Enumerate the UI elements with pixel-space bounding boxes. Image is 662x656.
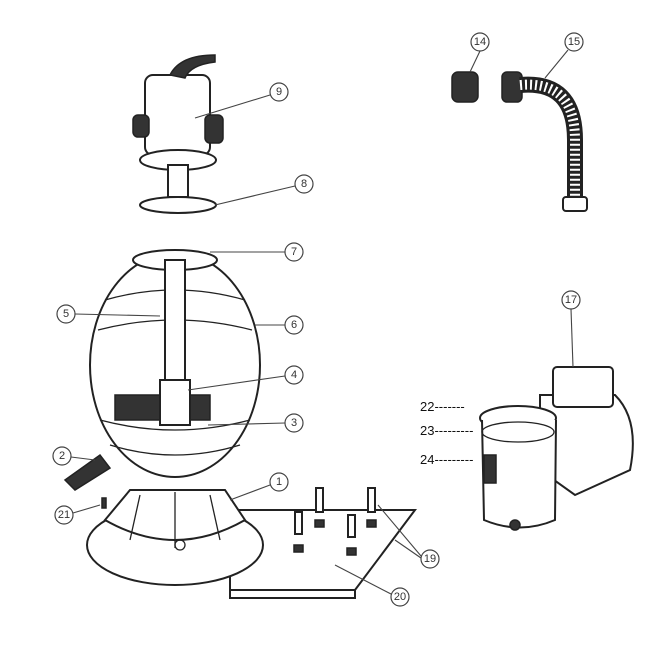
callout-label: 4	[291, 369, 297, 381]
filter-tank	[89, 249, 261, 478]
label-23: 23---------	[420, 423, 474, 438]
callout-6: 6	[284, 315, 304, 335]
o-ring	[139, 196, 217, 214]
callout-2: 2	[52, 446, 72, 466]
callout-14: 14	[470, 32, 490, 52]
callout-label: 6	[291, 319, 297, 331]
label-22: 22-------	[420, 399, 465, 414]
callout-8: 8	[294, 174, 314, 194]
filter-stand	[86, 489, 264, 586]
base-plate	[229, 509, 417, 599]
callout-label: 21	[58, 509, 70, 521]
callout-label: 19	[424, 553, 436, 565]
callout-7: 7	[284, 242, 304, 262]
callout-label: 15	[568, 36, 580, 48]
callout-21: 21	[54, 505, 74, 525]
callout-1: 1	[269, 472, 289, 492]
callout-label: 7	[291, 246, 297, 258]
label-24: 24---------	[420, 452, 474, 467]
callout-label: 20	[394, 591, 406, 603]
callout-3: 3	[284, 413, 304, 433]
callout-label: 5	[63, 308, 69, 320]
callout-5: 5	[56, 304, 76, 324]
bolts	[101, 487, 377, 556]
hose-union	[451, 71, 479, 103]
hose	[501, 71, 588, 212]
multiport-valve	[132, 54, 224, 198]
callout-label: 9	[276, 86, 282, 98]
leader-lines	[70, 49, 574, 595]
callout-19: 19	[420, 549, 440, 569]
callout-label: 8	[301, 178, 307, 190]
callout-15: 15	[564, 32, 584, 52]
callout-label: 3	[291, 417, 297, 429]
callout-20: 20	[390, 587, 410, 607]
callout-9: 9	[269, 82, 289, 102]
callout-label: 1	[276, 476, 282, 488]
callout-label: 2	[59, 450, 65, 462]
callout-label: 14	[474, 36, 486, 48]
callout-4: 4	[284, 365, 304, 385]
callout-label: 17	[565, 294, 577, 306]
drain-plug	[63, 453, 112, 491]
pump	[479, 366, 634, 531]
callout-17: 17	[561, 290, 581, 310]
